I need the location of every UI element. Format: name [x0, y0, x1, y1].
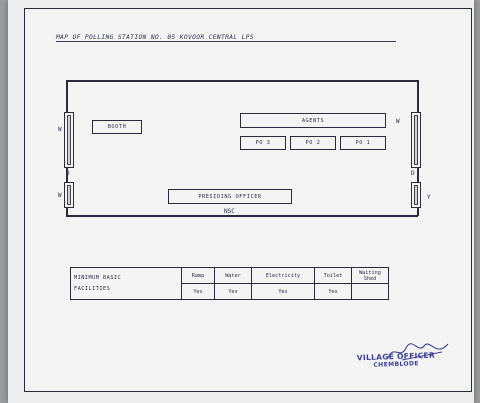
mark-left-upper: W [58, 126, 62, 133]
mark-right-upper: W [396, 118, 400, 125]
booth-label: BOOTH [107, 124, 127, 130]
booth-box: BOOTH [92, 120, 142, 134]
village-officer-seal: VILLAGE OFFICER CHEMBLODE [348, 350, 444, 369]
room-wall-right-upper [417, 80, 419, 112]
agents-label: AGENTS [301, 117, 325, 124]
column-header-electricity: Electricity [251, 267, 315, 284]
mark-left-lower-edge: W [58, 192, 62, 199]
room-wall-right-mid [417, 168, 419, 182]
map-title: MAP OF POLLING STATION NO. 05 KOVOOR CEN… [56, 34, 396, 42]
room-wall-left-upper [66, 80, 68, 112]
presiding-officer-label: PRESIDING OFFICER [198, 193, 262, 200]
paper-sheet: MAP OF POLLING STATION NO. 05 KOVOOR CEN… [8, 0, 474, 403]
facilities-header-cell: MINIMUM BASIC FACILITIES [70, 267, 182, 300]
value-electricity: Yes [251, 283, 315, 300]
signature-scribble [387, 343, 449, 361]
po-box-2: PO 2 [290, 136, 336, 150]
bottom-wall-label: NSC [224, 208, 235, 215]
table-row: Yes Yes Yes Yes [71, 283, 389, 300]
value-water: Yes [214, 283, 252, 300]
mark-left-lower: D [66, 170, 70, 177]
column-header-ramp: Ramp [181, 267, 215, 284]
room-wall-left-lower [66, 208, 68, 216]
column-header-water: Water [214, 267, 252, 284]
po-box-3: PO 3 [240, 136, 286, 150]
po-box-1: PO 1 [340, 136, 386, 150]
mark-right-lower-edge: Y [427, 194, 431, 201]
left-upper-window [64, 112, 74, 168]
room-wall-bottom [66, 215, 418, 217]
column-header-toilet: Toilet [314, 267, 352, 284]
facilities-table: MINIMUM BASIC FACILITIES Ramp Water Elec… [70, 267, 389, 300]
value-toilet: Yes [314, 283, 352, 300]
agents-box: AGENTS [240, 113, 386, 128]
room-wall-right-lower [417, 208, 419, 216]
room-wall-left-mid [66, 168, 68, 182]
po-box-label: PO 1 [355, 140, 371, 146]
value-waiting-shed [351, 283, 389, 300]
mark-right-lower: D [411, 170, 415, 177]
page-border-frame [24, 8, 472, 392]
column-header-waiting-shed: Waiting Shed [351, 267, 389, 284]
presiding-officer-box: PRESIDING OFFICER [168, 189, 292, 204]
right-upper-window [411, 112, 421, 168]
value-ramp: Yes [181, 283, 215, 300]
left-lower-door [64, 182, 74, 208]
po-box-label: PO 2 [305, 140, 321, 146]
facilities-header: MINIMUM BASIC FACILITIES [74, 274, 122, 292]
room-wall-top [66, 80, 418, 82]
po-box-label: PO 3 [255, 140, 271, 146]
table-row: MINIMUM BASIC FACILITIES Ramp Water Elec… [70, 267, 389, 300]
right-lower-door [411, 182, 421, 208]
